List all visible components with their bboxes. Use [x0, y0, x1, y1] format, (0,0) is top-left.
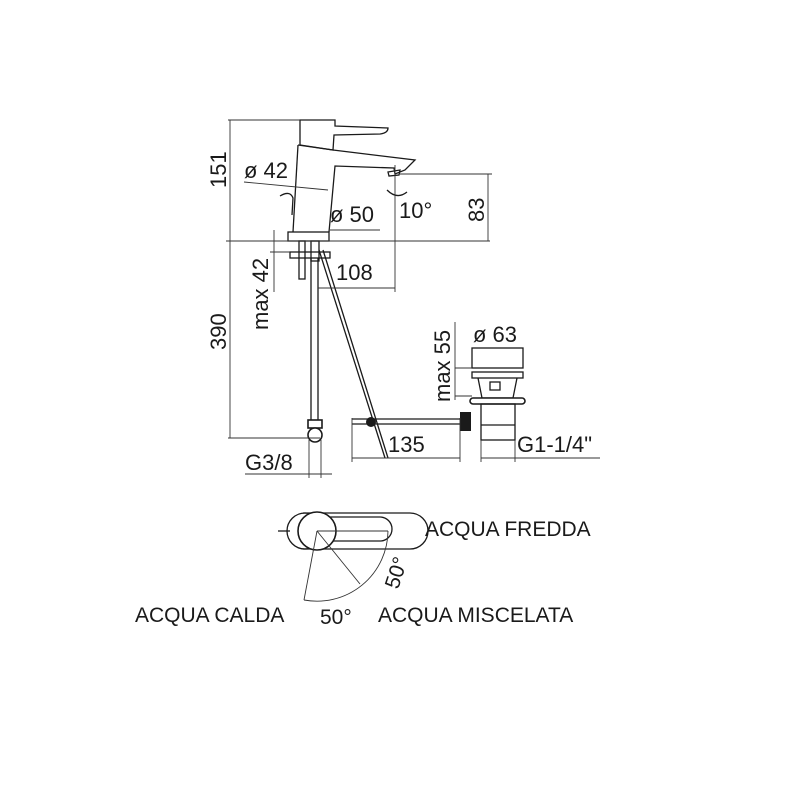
label-cold-angle: 50° [381, 554, 413, 591]
dim-waste-max-height: max 55 [430, 330, 455, 402]
dim-waste-diameter: ø 63 [473, 322, 517, 347]
dim-waste-thread: G1-1/4" [517, 432, 592, 457]
faucet-side-view [279, 119, 417, 242]
dim-spout-diameter: ø 42 [244, 158, 288, 183]
dimension-lines [226, 119, 600, 478]
under-deck-parts [289, 240, 389, 459]
handle-top-view [278, 511, 429, 602]
dim-spout-height: 83 [464, 198, 489, 222]
dim-deck-thickness: max 42 [248, 258, 273, 330]
dim-rod-length: 135 [388, 432, 425, 457]
label-mixed-water: ACQUA MISCELATA [378, 604, 573, 627]
label-hot-angle: 50° [320, 606, 352, 629]
label-cold-water: ACQUA FREDDA [425, 518, 591, 541]
label-hot-water: ACQUA CALDA [135, 604, 284, 627]
dim-hose-length: 390 [206, 313, 231, 350]
dim-base-diameter: ø 50 [330, 202, 374, 227]
dim-spout-angle: 10° [399, 198, 432, 223]
waste-drain [352, 347, 526, 441]
dim-spout-reach: 108 [336, 260, 373, 285]
dim-height-total: 151 [206, 151, 231, 188]
dim-hose-thread: G3/8 [245, 450, 293, 475]
